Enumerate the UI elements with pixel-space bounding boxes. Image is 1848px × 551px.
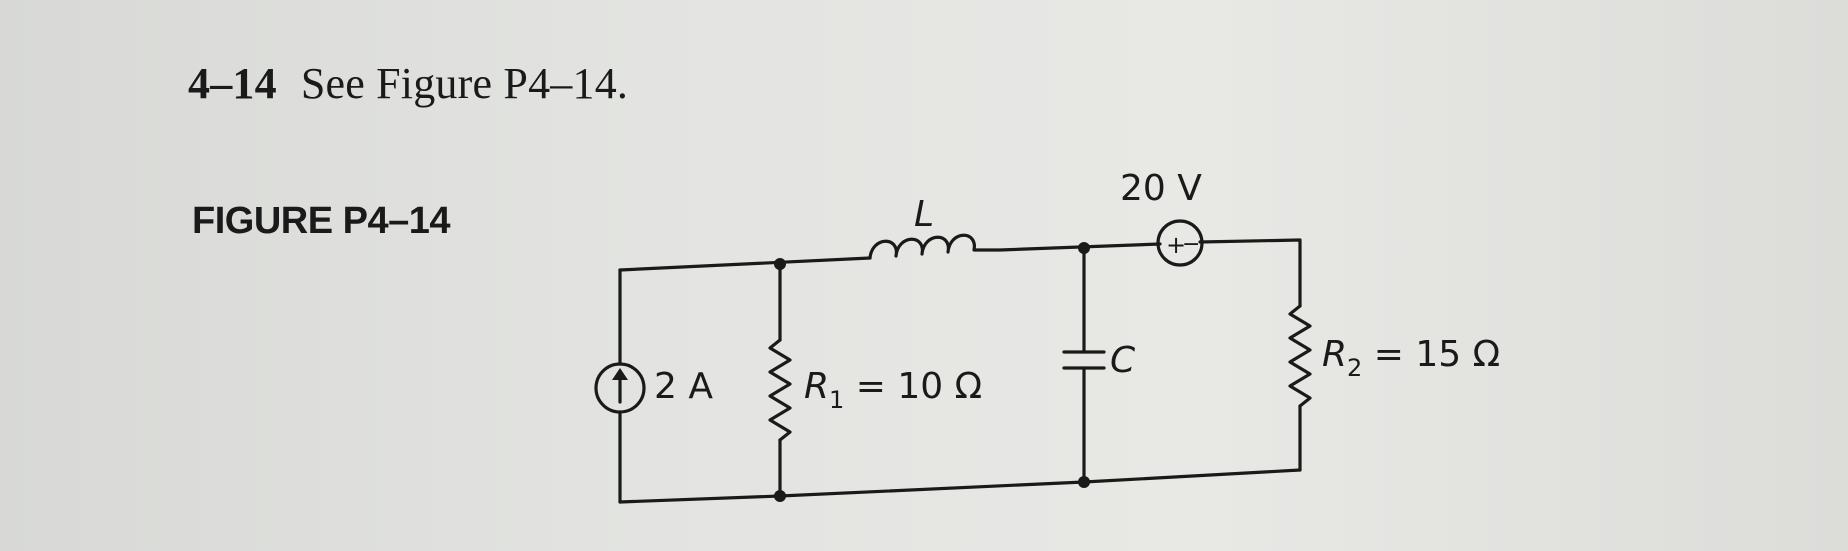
inductor-symbol (868, 233, 1002, 260)
figure-label: FIGURE P4–14 (192, 200, 451, 242)
current-source-symbol (594, 362, 646, 414)
current-source-arrowhead (612, 368, 628, 380)
inductor-label: L (914, 194, 934, 235)
r2-label: R2 = 15 Ω (1322, 334, 1500, 382)
r2-symbol-text: R (1322, 334, 1347, 375)
r2-value: = 15 Ω (1362, 334, 1500, 375)
voltage-source-plus: + (1166, 231, 1186, 259)
current-source-label: 2 A (654, 366, 713, 407)
junction-node-top-left (774, 258, 786, 270)
r1-symbol-text: R (804, 366, 829, 407)
voltage-source-label: 20 V (1120, 168, 1202, 209)
r2-symbol (1288, 304, 1312, 408)
problem-number: 4–14 (188, 59, 277, 108)
r1-value: = 10 Ω (844, 366, 982, 407)
top-wire-right (1198, 238, 1302, 274)
junction-node-top-right (1078, 242, 1090, 254)
bottom-wire (618, 468, 1302, 504)
problem-statement: 4–14 See Figure P4–14. (188, 58, 628, 109)
r1-subscript: 1 (829, 386, 844, 414)
r1-label: R1 = 10 Ω (804, 366, 982, 414)
problem-text: See Figure P4–14. (300, 59, 629, 108)
voltage-source-minus: − (1182, 232, 1200, 257)
junction-node-bottom-left (774, 490, 786, 502)
capacitor-label: C (1110, 340, 1136, 381)
r2-subscript: 2 (1347, 354, 1362, 382)
r1-symbol (768, 338, 792, 442)
junction-node-bottom-right (1078, 476, 1090, 488)
top-wire-left (618, 256, 872, 272)
voltage-source-symbol (1156, 219, 1204, 267)
